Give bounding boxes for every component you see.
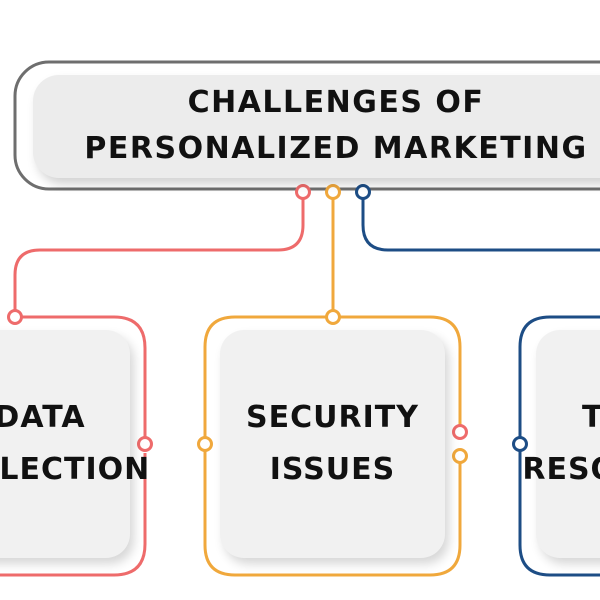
title-line-2: PERSONALIZED MARKETING xyxy=(84,131,588,166)
dot-red-top xyxy=(295,184,311,200)
card-tech-resources xyxy=(536,330,600,558)
dot-orange-frame-top xyxy=(325,309,341,325)
dot-orange-frame-right xyxy=(452,448,468,464)
card-2-line-1: SECURITY xyxy=(246,400,419,435)
card-security-issues-label: SECURITY ISSUES xyxy=(220,330,445,558)
card-data-collection xyxy=(0,330,130,558)
card-data-collection-label: DATA COLLECTION xyxy=(0,330,190,558)
card-tech-resources-label: TECH RESOURCES xyxy=(522,330,600,558)
card-3-line-1: TECH xyxy=(581,400,600,435)
card-security-issues xyxy=(220,330,445,558)
frame-blue xyxy=(518,315,600,577)
dot-blue-top xyxy=(355,184,371,200)
card-1-line-2: COLLECTION xyxy=(0,452,151,487)
frame-orange xyxy=(203,315,462,577)
dot-red-frame-orange xyxy=(452,424,468,440)
frame-red xyxy=(0,315,147,577)
card-3-line-2: RESOURCES xyxy=(522,452,600,487)
connector-red xyxy=(13,193,305,317)
dot-red-frame-top xyxy=(7,309,23,325)
dot-orange-frame-left xyxy=(197,436,213,452)
dot-blue-frame-left xyxy=(512,436,528,452)
header-card xyxy=(33,75,600,178)
dot-orange-top xyxy=(325,184,341,200)
dot-red-frame-right xyxy=(137,436,153,452)
connector-blue xyxy=(361,193,600,252)
card-1-line-1: DATA xyxy=(0,400,86,435)
card-2-line-2: ISSUES xyxy=(269,452,396,487)
diagram-title: CHALLENGES OF PERSONALIZED MARKETING xyxy=(56,78,600,174)
title-line-1: CHALLENGES OF xyxy=(187,85,485,120)
